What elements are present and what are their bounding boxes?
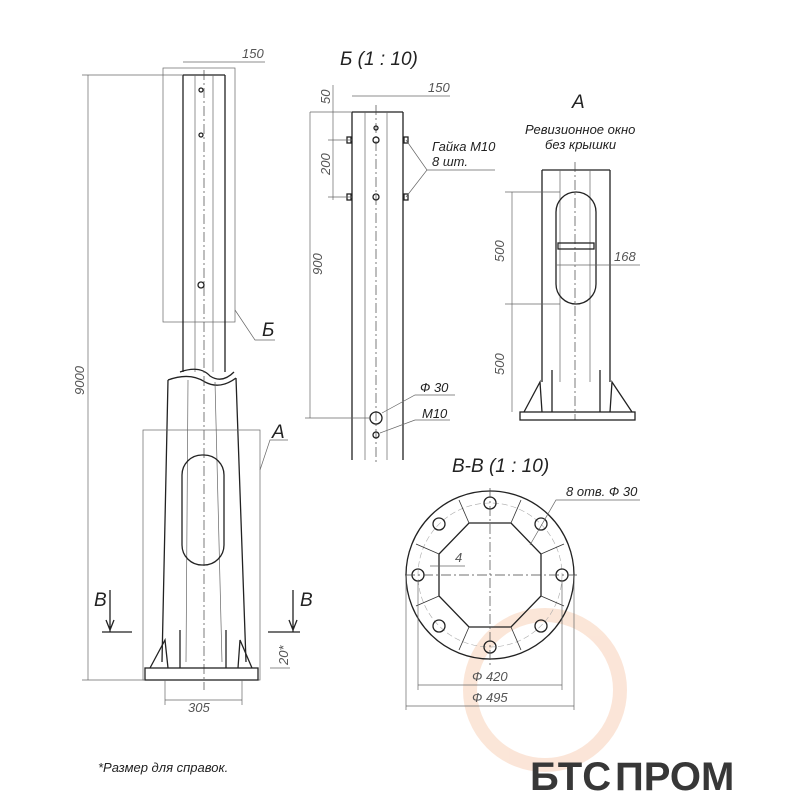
watermark-text-2: ПРОМ: [615, 755, 734, 799]
detail-a-view: А Ревизионное окно без крышки 500 500 16…: [492, 92, 640, 421]
dim-495: Ф 495: [472, 690, 508, 705]
detail-b-title: Б (1 : 10): [340, 49, 418, 70]
dim-168: 168: [614, 249, 636, 264]
dim-base-width: 305: [188, 700, 210, 715]
detail-a-subtitle-1: Ревизионное окно: [525, 122, 635, 137]
section-bb-title: В-В (1 : 10): [452, 456, 549, 477]
dim-4: 4: [455, 550, 462, 565]
section-mark-left: В: [94, 590, 107, 611]
dim-420: Ф 420: [472, 669, 508, 684]
dim-150: 150: [428, 80, 450, 95]
callout-a: А: [271, 422, 285, 443]
watermark-logo: БТС ПРОМ: [463, 608, 734, 799]
section-bb-view: В-В (1 : 10) 8 отв. Ф 30 4 Ф 420 Ф 495: [405, 456, 640, 710]
footnote: *Размер для справок.: [98, 760, 228, 775]
nut-label-1: Гайка М10: [432, 139, 496, 154]
dim-top-width: 150: [242, 46, 264, 61]
holes-label: 8 отв. Ф 30: [566, 484, 638, 499]
dim-500-bottom: 500: [492, 353, 507, 375]
section-mark-right: В: [300, 590, 313, 611]
dim-height: 9000: [72, 365, 87, 395]
detail-a-title: А: [571, 92, 585, 113]
detail-b-view: Б (1 : 10) 150 50 200 900 Гайка М10 8 шт…: [305, 49, 496, 465]
callout-b: Б: [262, 320, 274, 341]
detail-a-subtitle-2: без крышки: [545, 137, 616, 152]
nut-label-2: 8 шт.: [432, 154, 468, 169]
dim-900: 900: [310, 253, 325, 275]
dim-500-top: 500: [492, 240, 507, 262]
thread-label: М10: [422, 406, 448, 421]
dim-reference: 20*: [276, 645, 291, 666]
dim-50: 50: [318, 89, 333, 104]
dim-200: 200: [318, 153, 333, 176]
watermark-text-1: БТС: [530, 755, 611, 799]
main-pole-view: 150 9000 305 20* Б А В В: [72, 46, 313, 715]
hole-label: Ф 30: [420, 380, 449, 395]
